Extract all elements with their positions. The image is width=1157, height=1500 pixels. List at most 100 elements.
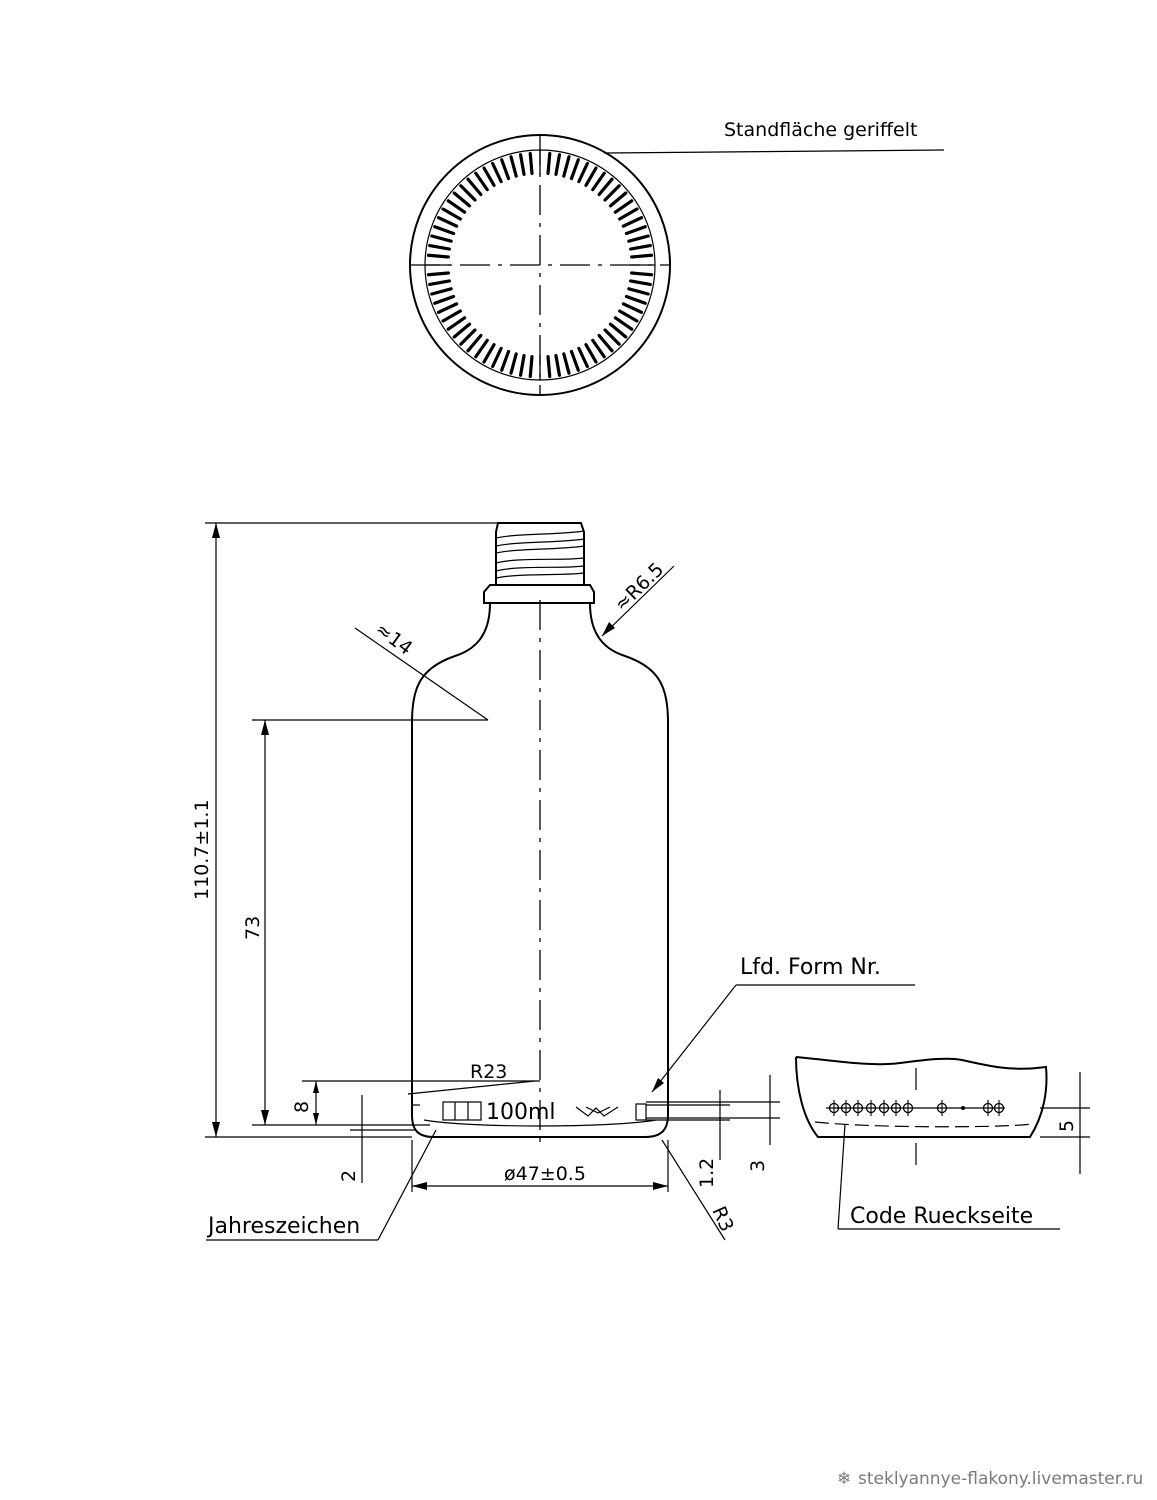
base-rib [630,271,654,277]
watermark-text: steklyannye-flakony.livemaster.ru [858,1469,1143,1489]
dim-3-value: 3 [747,1160,769,1172]
base-rib [436,216,459,228]
radius-shoulder-value: ≈14 [371,618,416,659]
base-rib [474,338,489,359]
base-rib [500,158,511,181]
base-rib [509,155,518,178]
base-rib [546,355,552,379]
base-rib [518,354,526,377]
base-rib [546,151,552,175]
base-rib [629,279,652,287]
dim-1-2-value: 1.2 [696,1158,718,1188]
base-rib [459,328,477,346]
base-rib [577,161,589,184]
form-number-box [635,1103,647,1121]
code-rueckseite-label: Code Rueckseite [850,1204,1033,1229]
base-rib [608,322,628,339]
base-rib [597,333,614,353]
base-rib [426,271,450,277]
base-rib [436,302,459,314]
jahreszeichen-leader [377,1129,437,1241]
code-detail-outline [795,1056,1048,1138]
base-rib [562,352,571,375]
base-rib [459,184,477,202]
base-rib [577,346,589,369]
base-rib [554,354,562,377]
dimensions: 110.7±1.1 73 ≈14 ≈R6.5 R23 8 2 [191,522,915,1241]
dim-5-value: 5 [1056,1120,1078,1132]
total-height-value: 110.7±1.1 [191,799,213,900]
jahreszeichen-box [442,1101,482,1121]
base-rib [482,166,496,187]
base-rib [630,253,654,259]
base-rib [430,234,453,243]
base-rib [430,287,453,296]
base-rib [591,171,606,192]
base-rib [500,349,511,372]
standflaeche-label: Standfläche geriffelt [724,119,917,141]
dim-2-value: 2 [338,1170,360,1182]
base-rib [621,302,644,314]
base-rib [584,166,598,187]
watermark-icon: ❄ [837,1469,851,1489]
base-rib [452,191,472,208]
base-rib [627,234,650,243]
base-rib [426,253,450,259]
base-rib [518,153,526,176]
radius-base-value: R23 [470,1061,507,1083]
lfd-form-label: Lfd. Form Nr. [740,955,881,980]
radius-neck-value: ≈R6.5 [610,559,668,616]
code-dot-small [961,1106,965,1110]
base-rib [528,355,534,379]
base-top-view: Standfläche geriffelt [409,119,945,396]
base-rib [569,158,580,181]
bottle-body-outline [411,602,669,1138]
base-rib [597,177,614,197]
base-rib [482,343,496,364]
radius-base-leader [407,1080,536,1095]
base-rib [613,199,634,214]
base-rib [509,352,518,375]
standflaeche-leader [603,149,945,154]
base-rib [428,279,451,287]
volume-mark: 100ml [486,1100,556,1125]
bottle-front-view: 100ml [411,522,669,1145]
logo-mark [575,1106,619,1117]
base-rib [624,225,647,236]
base-rib [562,155,571,178]
base-rib [618,309,639,323]
base-rib [491,346,503,369]
code-rueckseite-leader [837,1123,846,1230]
base-rib [433,225,456,236]
base-rib [627,287,650,296]
base-rib [569,349,580,372]
base-rib [428,243,451,251]
radius-heel-leader [661,1139,726,1241]
base-rib [466,177,483,197]
diameter-value: ø47±0.5 [504,1163,586,1185]
code-detail-view: 5 Code Rueckseite [795,1056,1090,1230]
base-rib [441,207,462,221]
base-rib [603,184,621,202]
radius-heel-value: R3 [707,1203,737,1235]
base-rib [528,151,534,175]
base-rib [441,309,462,323]
base-rib [603,328,621,346]
body-height-value: 73 [242,916,264,940]
lfd-form-leader [651,984,737,1093]
radius-neck-leader [601,565,675,637]
base-rib [491,161,503,184]
code-dots [828,1100,1005,1116]
base-rib [629,243,652,251]
base-rib [474,171,489,192]
base-rib [554,153,562,176]
base-rib [452,322,472,339]
base-rib [446,199,467,214]
dim-8-value: 8 [291,1101,313,1113]
base-rib [446,316,467,331]
base-rib [621,216,644,228]
jahreszeichen-label: Jahreszeichen [206,1214,360,1239]
bottle-neck-finish [483,522,595,604]
base-rib [613,316,634,331]
